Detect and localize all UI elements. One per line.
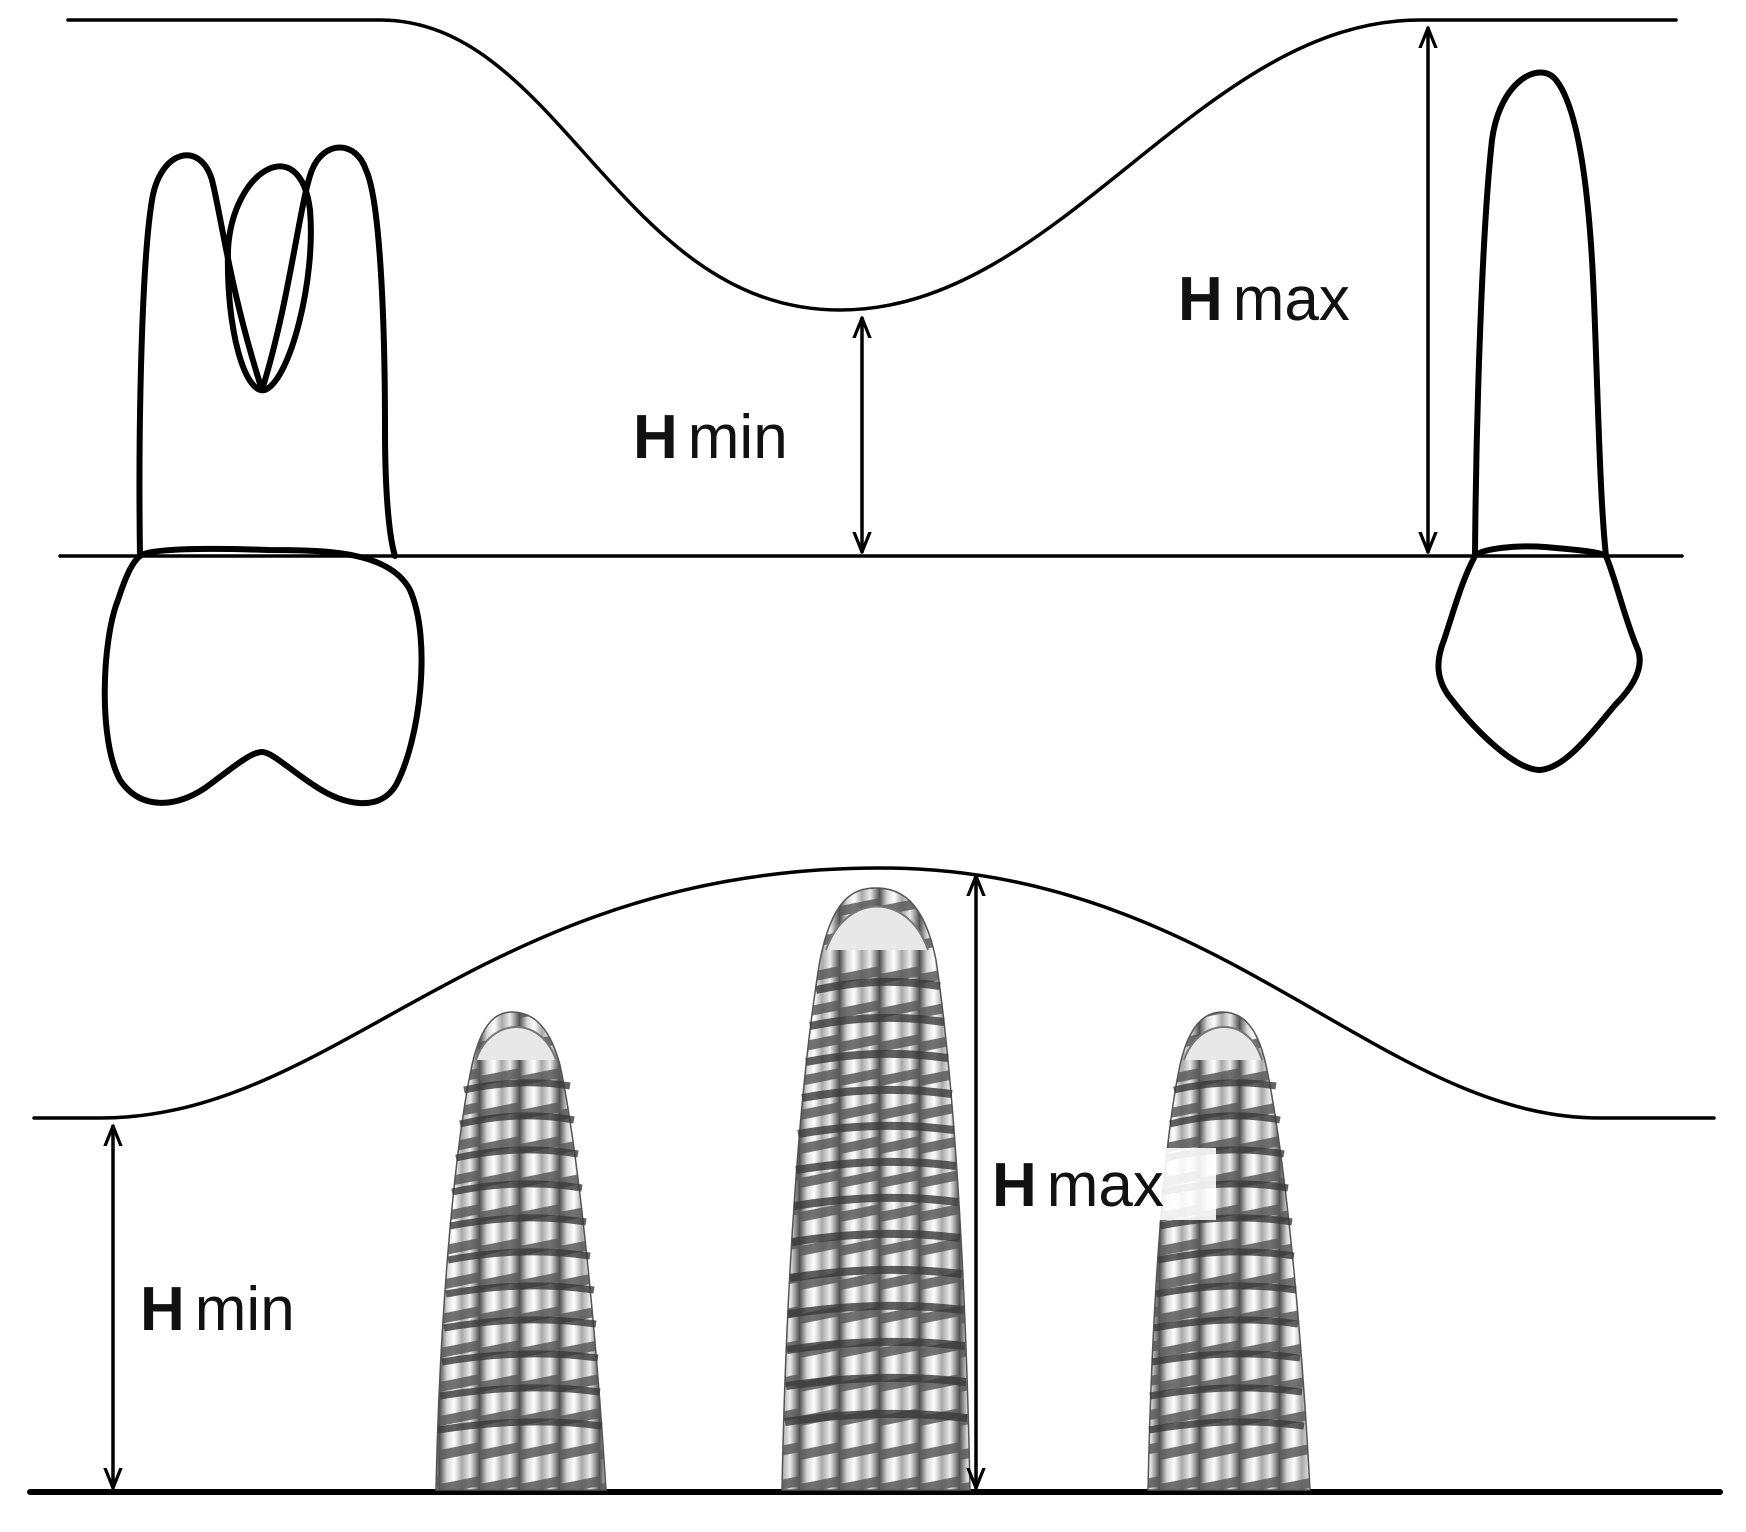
top-ridge-curve [66, 18, 1678, 312]
bottom-hmax-label-backdrop [990, 1148, 1216, 1220]
incisor-tooth [1435, 69, 1643, 773]
implant-left [435, 1011, 607, 1491]
implant-right [1147, 1011, 1311, 1491]
molar-tooth [101, 144, 425, 807]
implant-middle [781, 887, 971, 1491]
bottom-ridge-curve [32, 866, 1716, 1120]
